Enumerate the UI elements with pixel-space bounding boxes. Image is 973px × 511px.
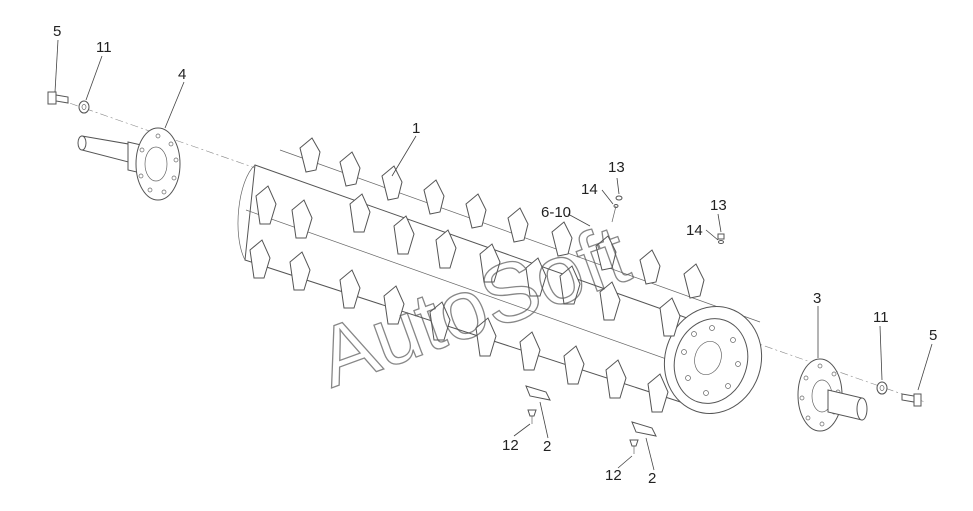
label-nut-top-right: 13 (710, 197, 727, 214)
washer-right (876, 381, 888, 395)
label-screw-left: 12 (502, 437, 519, 454)
label-bolt-right: 5 (929, 327, 937, 344)
label-washer-top-left: 14 (581, 181, 598, 198)
fastener-set-left (611, 195, 623, 223)
label-washer-top-right: 14 (686, 222, 703, 239)
label-stub-shaft-left: 4 (178, 66, 186, 83)
label-nut-top-left: 13 (608, 159, 625, 176)
bolt-left (47, 91, 69, 105)
fastener-set-right (717, 233, 725, 244)
label-roller: 1 (412, 120, 420, 137)
stub-shaft-left (77, 127, 181, 201)
stub-shaft-right (797, 358, 868, 432)
label-knife-right: 2 (648, 470, 656, 487)
label-washer-left: 11 (96, 39, 112, 56)
washer-left (78, 100, 90, 114)
knife-left (525, 385, 551, 401)
label-washer-right: 11 (873, 309, 889, 326)
label-bolt-left: 5 (53, 23, 61, 40)
part-labels: 5 11 4 1 13 14 6-10 13 14 3 11 5 12 2 12… (53, 23, 937, 487)
screw-right (629, 439, 639, 454)
roller-drum (237, 137, 763, 414)
label-stub-shaft-right: 3 (813, 290, 821, 307)
screw-left (527, 409, 537, 424)
label-knife-left: 2 (543, 438, 551, 455)
label-screw-right: 12 (605, 467, 622, 484)
knife-right (631, 421, 657, 437)
bolt-right (901, 393, 922, 407)
label-fastener-group: 6-10 (541, 204, 571, 221)
leader-lines (54, 39, 933, 471)
